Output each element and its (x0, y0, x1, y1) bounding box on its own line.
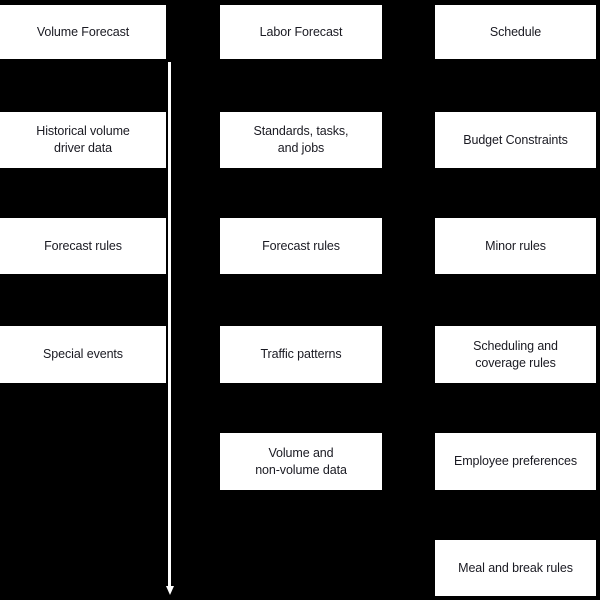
box-volume-forecast-header: Volume Forecast (0, 5, 166, 59)
box-label: Employee preferences (453, 454, 578, 469)
box-label: Meal and break rules (458, 560, 573, 575)
box-schedule-header: Schedule (435, 5, 596, 59)
box-label: Traffic patterns (260, 347, 342, 362)
box-employee-preferences: Employee preferences (435, 433, 596, 490)
box-meal-and-break-rules: Meal and break rules (435, 540, 596, 596)
box-special-events: Special events (0, 326, 166, 383)
box-label: Scheduling and coverage rules (473, 338, 558, 370)
box-minor-rules: Minor rules (435, 218, 596, 274)
box-labor-forecast-rules: Forecast rules (220, 218, 382, 274)
box-label: Forecast rules (44, 238, 122, 253)
box-labor-forecast-header: Labor Forecast (220, 5, 382, 59)
box-label: Budget Constraints (463, 132, 568, 147)
box-label: Volume Forecast (36, 24, 130, 39)
box-budget-constraints: Budget Constraints (435, 112, 596, 168)
down-arrow-icon (166, 62, 188, 600)
box-label: Volume and non-volume data (255, 445, 347, 477)
box-scheduling-and-coverage-rules: Scheduling and coverage rules (435, 326, 596, 383)
arrow-shaft (168, 62, 171, 590)
box-standards-tasks-and-jobs: Standards, tasks, and jobs (220, 112, 382, 168)
box-label: Standards, tasks, and jobs (253, 124, 349, 155)
arrow-head (166, 586, 174, 595)
box-label: Schedule (489, 24, 542, 39)
box-historical-volume-driver-data: Historical volume driver data (0, 112, 166, 168)
box-label: Forecast rules (262, 238, 340, 253)
box-label: Labor Forecast (259, 24, 343, 39)
box-traffic-patterns: Traffic patterns (220, 326, 382, 383)
box-volume-and-non-volume-data: Volume and non-volume data (220, 433, 382, 490)
box-label: Historical volume driver data (36, 124, 130, 155)
box-label: Special events (43, 347, 123, 362)
box-volume-forecast-rules: Forecast rules (0, 218, 166, 274)
box-label: Minor rules (485, 238, 546, 253)
